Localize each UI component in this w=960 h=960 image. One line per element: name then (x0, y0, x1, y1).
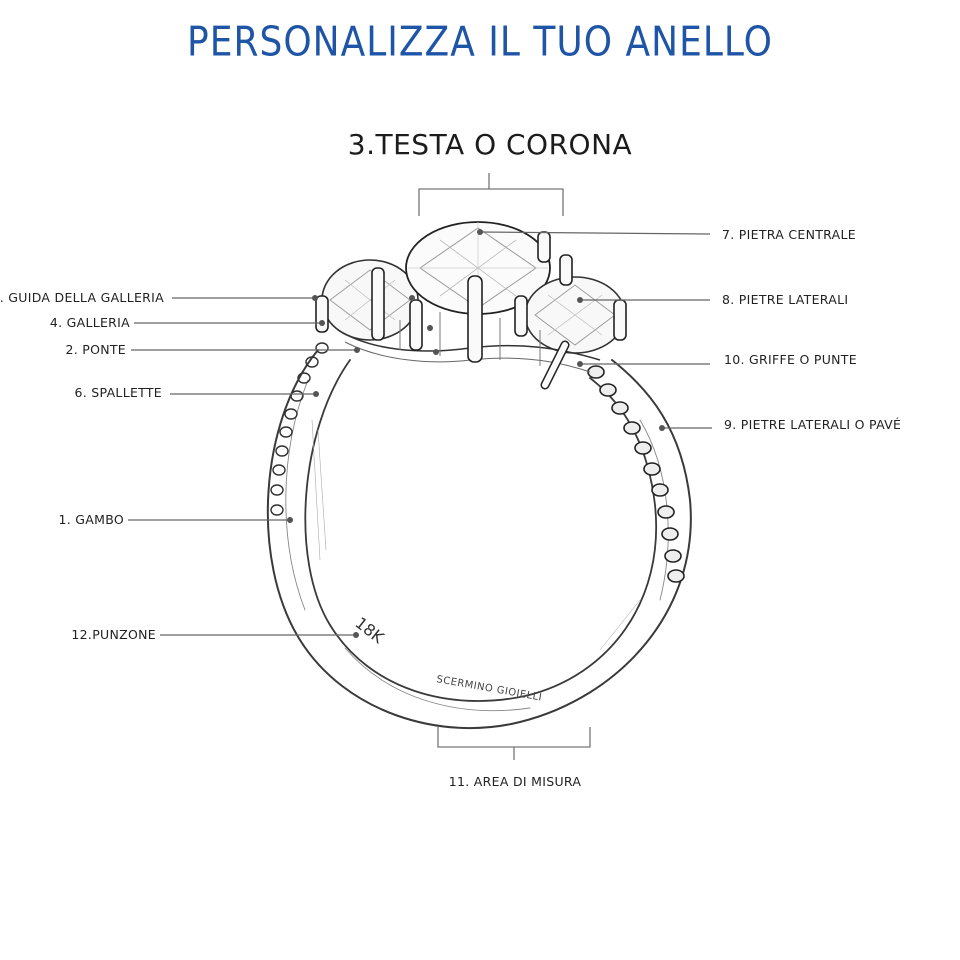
prongs (315, 231, 627, 390)
leader-dots (287, 229, 665, 638)
page-title: PERSONALIZZA IL TUO ANELLO (187, 18, 773, 67)
head-bracket (418, 173, 564, 216)
karat-engraving: 18K (352, 613, 388, 647)
label-punzone: 12.PUNZONE (71, 627, 156, 642)
label-ponte: 2. PONTE (65, 342, 126, 357)
pave-left (270, 342, 329, 516)
ring-band (266, 349, 692, 729)
label-guida-della-galleria: 5. GUIDA DELLA GALLERIA (0, 290, 164, 305)
sizing-bracket (437, 727, 591, 760)
label-griffe-o-punte: 10. GRIFFE O PUNTE (724, 352, 857, 367)
label-area-di-misura: 11. AREA DI MISURA (448, 774, 582, 789)
leader-lines (128, 231, 712, 636)
label-gambo: 1. GAMBO (58, 512, 124, 527)
label-pietre-laterali: 8. PIETRE LATERALI (722, 292, 849, 307)
label-pietre-laterali-o-pave: 9. PIETRE LATERALI O PAVÉ (724, 417, 902, 432)
label-pietra-centrale: 7. PIETRA CENTRALE (722, 227, 856, 242)
pave-right (587, 365, 685, 583)
label-testa-o-corona: 3.TESTA O CORONA (347, 128, 633, 161)
left-side-stone (321, 259, 419, 341)
label-spallette: 6. SPALLETTE (74, 385, 162, 400)
center-stone (405, 221, 551, 315)
label-galleria: 4. GALLERIA (49, 315, 130, 330)
